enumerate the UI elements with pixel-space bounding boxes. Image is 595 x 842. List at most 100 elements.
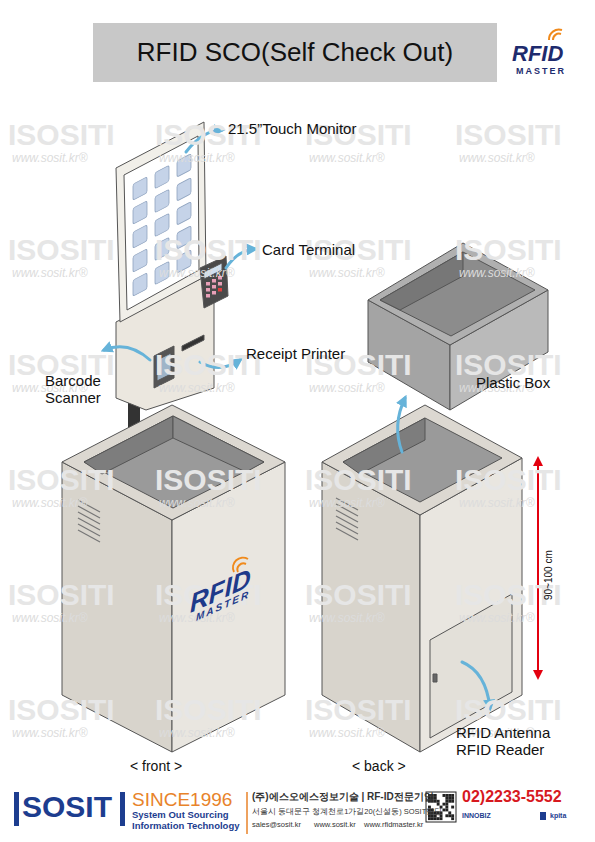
watermark: www.sosit.kr® — [309, 727, 385, 741]
watermark: www.sosit.kr® — [12, 727, 88, 741]
watermark: www.sosit.kr® — [12, 267, 88, 281]
company-website: www.rfidmaster.kr — [364, 821, 423, 830]
illustration-part — [451, 806, 454, 809]
cabinet-top — [62, 405, 285, 520]
illustration-part — [451, 794, 454, 797]
view-label: < back > — [352, 758, 406, 774]
watermark: ISOSITI — [305, 693, 412, 728]
illustration-part — [206, 282, 210, 286]
company-since: SINCE1996 — [132, 789, 232, 811]
company-name: (주)에스오에스정보기술 | RF-ID전문기업 — [252, 791, 434, 803]
illustration-part — [443, 794, 446, 797]
illustration-part — [78, 530, 100, 542]
watermark: ISOSITI — [155, 463, 262, 498]
illustration-part — [133, 249, 147, 272]
phone-number: 02)2233-5552 — [462, 788, 562, 806]
illustration-part — [206, 288, 210, 292]
watermark: ISOSITI — [155, 233, 262, 268]
illustration-part — [155, 189, 169, 212]
logo-arcs — [549, 30, 562, 40]
illustration-part — [434, 800, 437, 803]
cert-logo: kpita — [550, 812, 566, 820]
illustration-part — [133, 225, 147, 248]
watermark: www.sosit.kr® — [159, 267, 235, 281]
part-label: RFID Antenna RFID Reader — [456, 724, 564, 759]
watermark: www.sosit.kr® — [12, 152, 88, 166]
logo-arc — [549, 30, 562, 40]
illustration-part — [443, 803, 446, 806]
part-label: Plastic Box — [476, 374, 550, 391]
watermark: www.sosit.kr® — [12, 612, 88, 626]
illustration-part — [437, 800, 440, 803]
watermark: ISOSITI — [455, 463, 562, 498]
watermark: ISOSITI — [305, 463, 412, 498]
illustration-part — [451, 797, 454, 800]
illustration-part — [445, 794, 448, 797]
cert-mark — [540, 812, 546, 820]
illustration-part — [448, 794, 451, 797]
watermark: ISOSITI — [455, 118, 562, 153]
company-tagline: System Out Sourcing — [132, 810, 229, 821]
illustration-part — [78, 512, 100, 524]
illustration-part — [155, 165, 169, 188]
illustration-part — [133, 177, 147, 200]
logo-bar — [14, 792, 19, 826]
watermark: ISOSITI — [8, 118, 115, 153]
illustration-part — [445, 814, 448, 817]
illustration-part — [445, 803, 448, 806]
callout-arrows — [104, 130, 490, 708]
illustration-part — [431, 817, 434, 820]
watermark: ISOSITI — [8, 578, 115, 613]
illustration-part — [218, 282, 222, 286]
part-label: Receipt Printer — [246, 345, 345, 362]
company-tagline: Information Technology — [132, 821, 240, 832]
illustration-part — [440, 817, 443, 820]
part-label: 21.5”Touch Monitor — [228, 120, 356, 137]
watermark: ISOSITI — [8, 693, 115, 728]
watermark: www.sosit.kr® — [309, 152, 385, 166]
illustration-part — [133, 273, 147, 296]
illustration-part — [443, 809, 446, 812]
watermark: ISOSITI — [455, 693, 562, 728]
company-website: www.sosit.kr — [314, 821, 356, 830]
view-label: < front > — [130, 758, 182, 774]
illustration-part — [448, 811, 451, 814]
watermark: ISOSITI — [8, 233, 115, 268]
watermark: www.sosit.kr® — [159, 727, 235, 741]
watermark: www.sosit.kr® — [459, 267, 535, 281]
logo-arc — [553, 34, 561, 40]
illustration-part — [448, 814, 451, 817]
watermark: www.sosit.kr® — [159, 152, 235, 166]
illustration-part — [78, 524, 100, 536]
logo-bar — [120, 792, 125, 826]
illustration-part — [434, 794, 437, 797]
illustration-part — [78, 518, 100, 530]
illustration-part — [133, 201, 147, 224]
illustration-part — [448, 800, 451, 803]
illustration-part — [445, 809, 448, 812]
illustration-part — [451, 800, 454, 803]
illustration-part — [448, 797, 451, 800]
watermark: www.sosit.kr® — [309, 382, 385, 396]
callout-arrow — [398, 398, 405, 452]
watermark: ISOSITI — [305, 578, 412, 613]
illustration-part — [212, 291, 216, 295]
illustration-part — [212, 285, 216, 289]
watermark: www.sosit.kr® — [459, 497, 535, 511]
footer-divider — [246, 792, 248, 834]
illustration-part — [437, 817, 440, 820]
illustration-part — [445, 800, 448, 803]
company-logo: SOSIT — [22, 790, 112, 825]
illustration-part — [451, 817, 454, 820]
watermark: www.sosit.kr® — [459, 612, 535, 626]
watermark: www.sosit.kr® — [459, 152, 535, 166]
watermark: ISOSITI — [455, 233, 562, 268]
illustration-part — [177, 202, 191, 225]
illustration-part — [451, 814, 454, 817]
illustration-part — [336, 528, 358, 540]
illustration-part — [218, 288, 222, 292]
illustration-part — [428, 817, 431, 820]
watermark: www.sosit.kr® — [309, 497, 385, 511]
title: RFID SCO(Self Check Out) — [137, 37, 453, 68]
